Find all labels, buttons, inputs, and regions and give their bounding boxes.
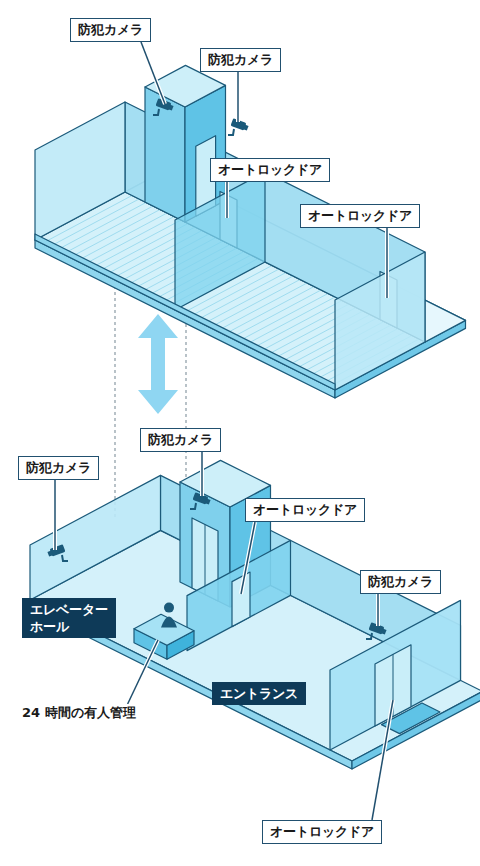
callout-box: オートロックドア	[245, 498, 365, 522]
camera-mount	[190, 503, 196, 509]
camera-lens	[381, 629, 386, 635]
leader-halo	[241, 522, 255, 594]
guide-line	[185, 300, 186, 500]
leader-halo	[53, 480, 57, 550]
callout-box: 防犯カメラ	[360, 570, 441, 594]
camera-mount	[62, 555, 68, 561]
guide-line	[114, 262, 115, 520]
callout-box: オートロックドア	[262, 820, 382, 844]
staff-body	[161, 617, 177, 628]
leader-line	[377, 594, 379, 626]
camera-lens	[47, 551, 52, 557]
leader-line	[128, 640, 158, 704]
floor-stripe	[77, 213, 167, 261]
door-split	[205, 525, 206, 595]
floor-link-arrow	[138, 314, 178, 414]
floor-stripe	[217, 283, 307, 331]
leader-line	[141, 42, 165, 104]
floor-stripe	[70, 210, 160, 258]
leader-halo	[225, 182, 229, 218]
floor-stripe	[84, 217, 174, 265]
inner-wall	[187, 540, 291, 650]
front-wall	[330, 600, 461, 750]
camera-mount	[366, 633, 372, 639]
leader-halo	[385, 228, 389, 298]
callout-box: オートロックドア	[210, 158, 330, 182]
floor-stripe	[91, 220, 181, 268]
floor-stripe	[224, 287, 314, 335]
leader-halo	[141, 42, 165, 104]
right-wall	[335, 252, 425, 390]
floor-slab	[30, 530, 480, 761]
callout-box: 防犯カメラ	[140, 428, 221, 452]
camera-mount	[153, 109, 159, 115]
node-text: オートロックドア	[253, 501, 357, 519]
camera-lens	[205, 499, 210, 505]
node-text: 防犯カメラ	[148, 431, 213, 449]
leader-line	[241, 522, 255, 594]
node-text: 防犯カメラ	[368, 573, 433, 591]
leader-line	[54, 480, 56, 550]
leader-halo	[200, 452, 204, 496]
elevator-front	[145, 87, 185, 222]
node-text: エントランス	[220, 685, 298, 702]
node-text: 防犯カメラ	[26, 459, 91, 477]
node-text: エレベーター ホール	[30, 601, 108, 635]
floor-stripe	[231, 290, 321, 338]
camera-icon	[47, 544, 68, 561]
divider-wall	[175, 172, 265, 310]
leader-line	[226, 182, 228, 218]
area-label: エントランス	[212, 682, 306, 705]
node-text: オートロックドア	[218, 161, 322, 179]
front-lip	[35, 234, 335, 390]
callout-box: 防犯カメラ	[18, 456, 99, 480]
node-text: 防犯カメラ	[208, 51, 273, 69]
camera-mount	[228, 129, 234, 135]
leader-line	[386, 228, 388, 298]
leader-halo	[128, 640, 158, 704]
left-wall	[35, 102, 125, 240]
callout-box: オートロックドア	[300, 204, 420, 228]
floor-stripe	[252, 301, 342, 349]
node-text: オートロックドア	[308, 207, 412, 225]
note-label: 24 時間の有人管理	[20, 704, 138, 722]
leader-halo	[372, 700, 393, 820]
entrance-door	[375, 645, 411, 726]
leader-halo	[376, 594, 380, 626]
upper-floor	[35, 65, 466, 398]
node-text: オートロックドア	[270, 823, 374, 841]
area-label: エレベーター ホール	[22, 598, 116, 638]
node-text: 防犯カメラ	[78, 21, 143, 39]
floor-stripe	[245, 297, 335, 345]
staff-head	[164, 603, 174, 613]
desk-top	[134, 614, 194, 645]
leader-line	[372, 700, 393, 820]
auto-lock-door	[232, 572, 250, 627]
leader-line	[237, 72, 239, 122]
callout-box: 防犯カメラ	[200, 48, 281, 72]
leader-halo	[236, 72, 240, 122]
floor-stripe	[210, 280, 300, 328]
floor-stripe	[238, 294, 328, 342]
camera-lens	[243, 125, 248, 131]
ground-floor	[30, 460, 480, 769]
camera-lens	[168, 105, 173, 111]
leader-line	[201, 452, 203, 496]
callout-box: 防犯カメラ	[70, 18, 151, 42]
left-wall	[30, 475, 161, 600]
